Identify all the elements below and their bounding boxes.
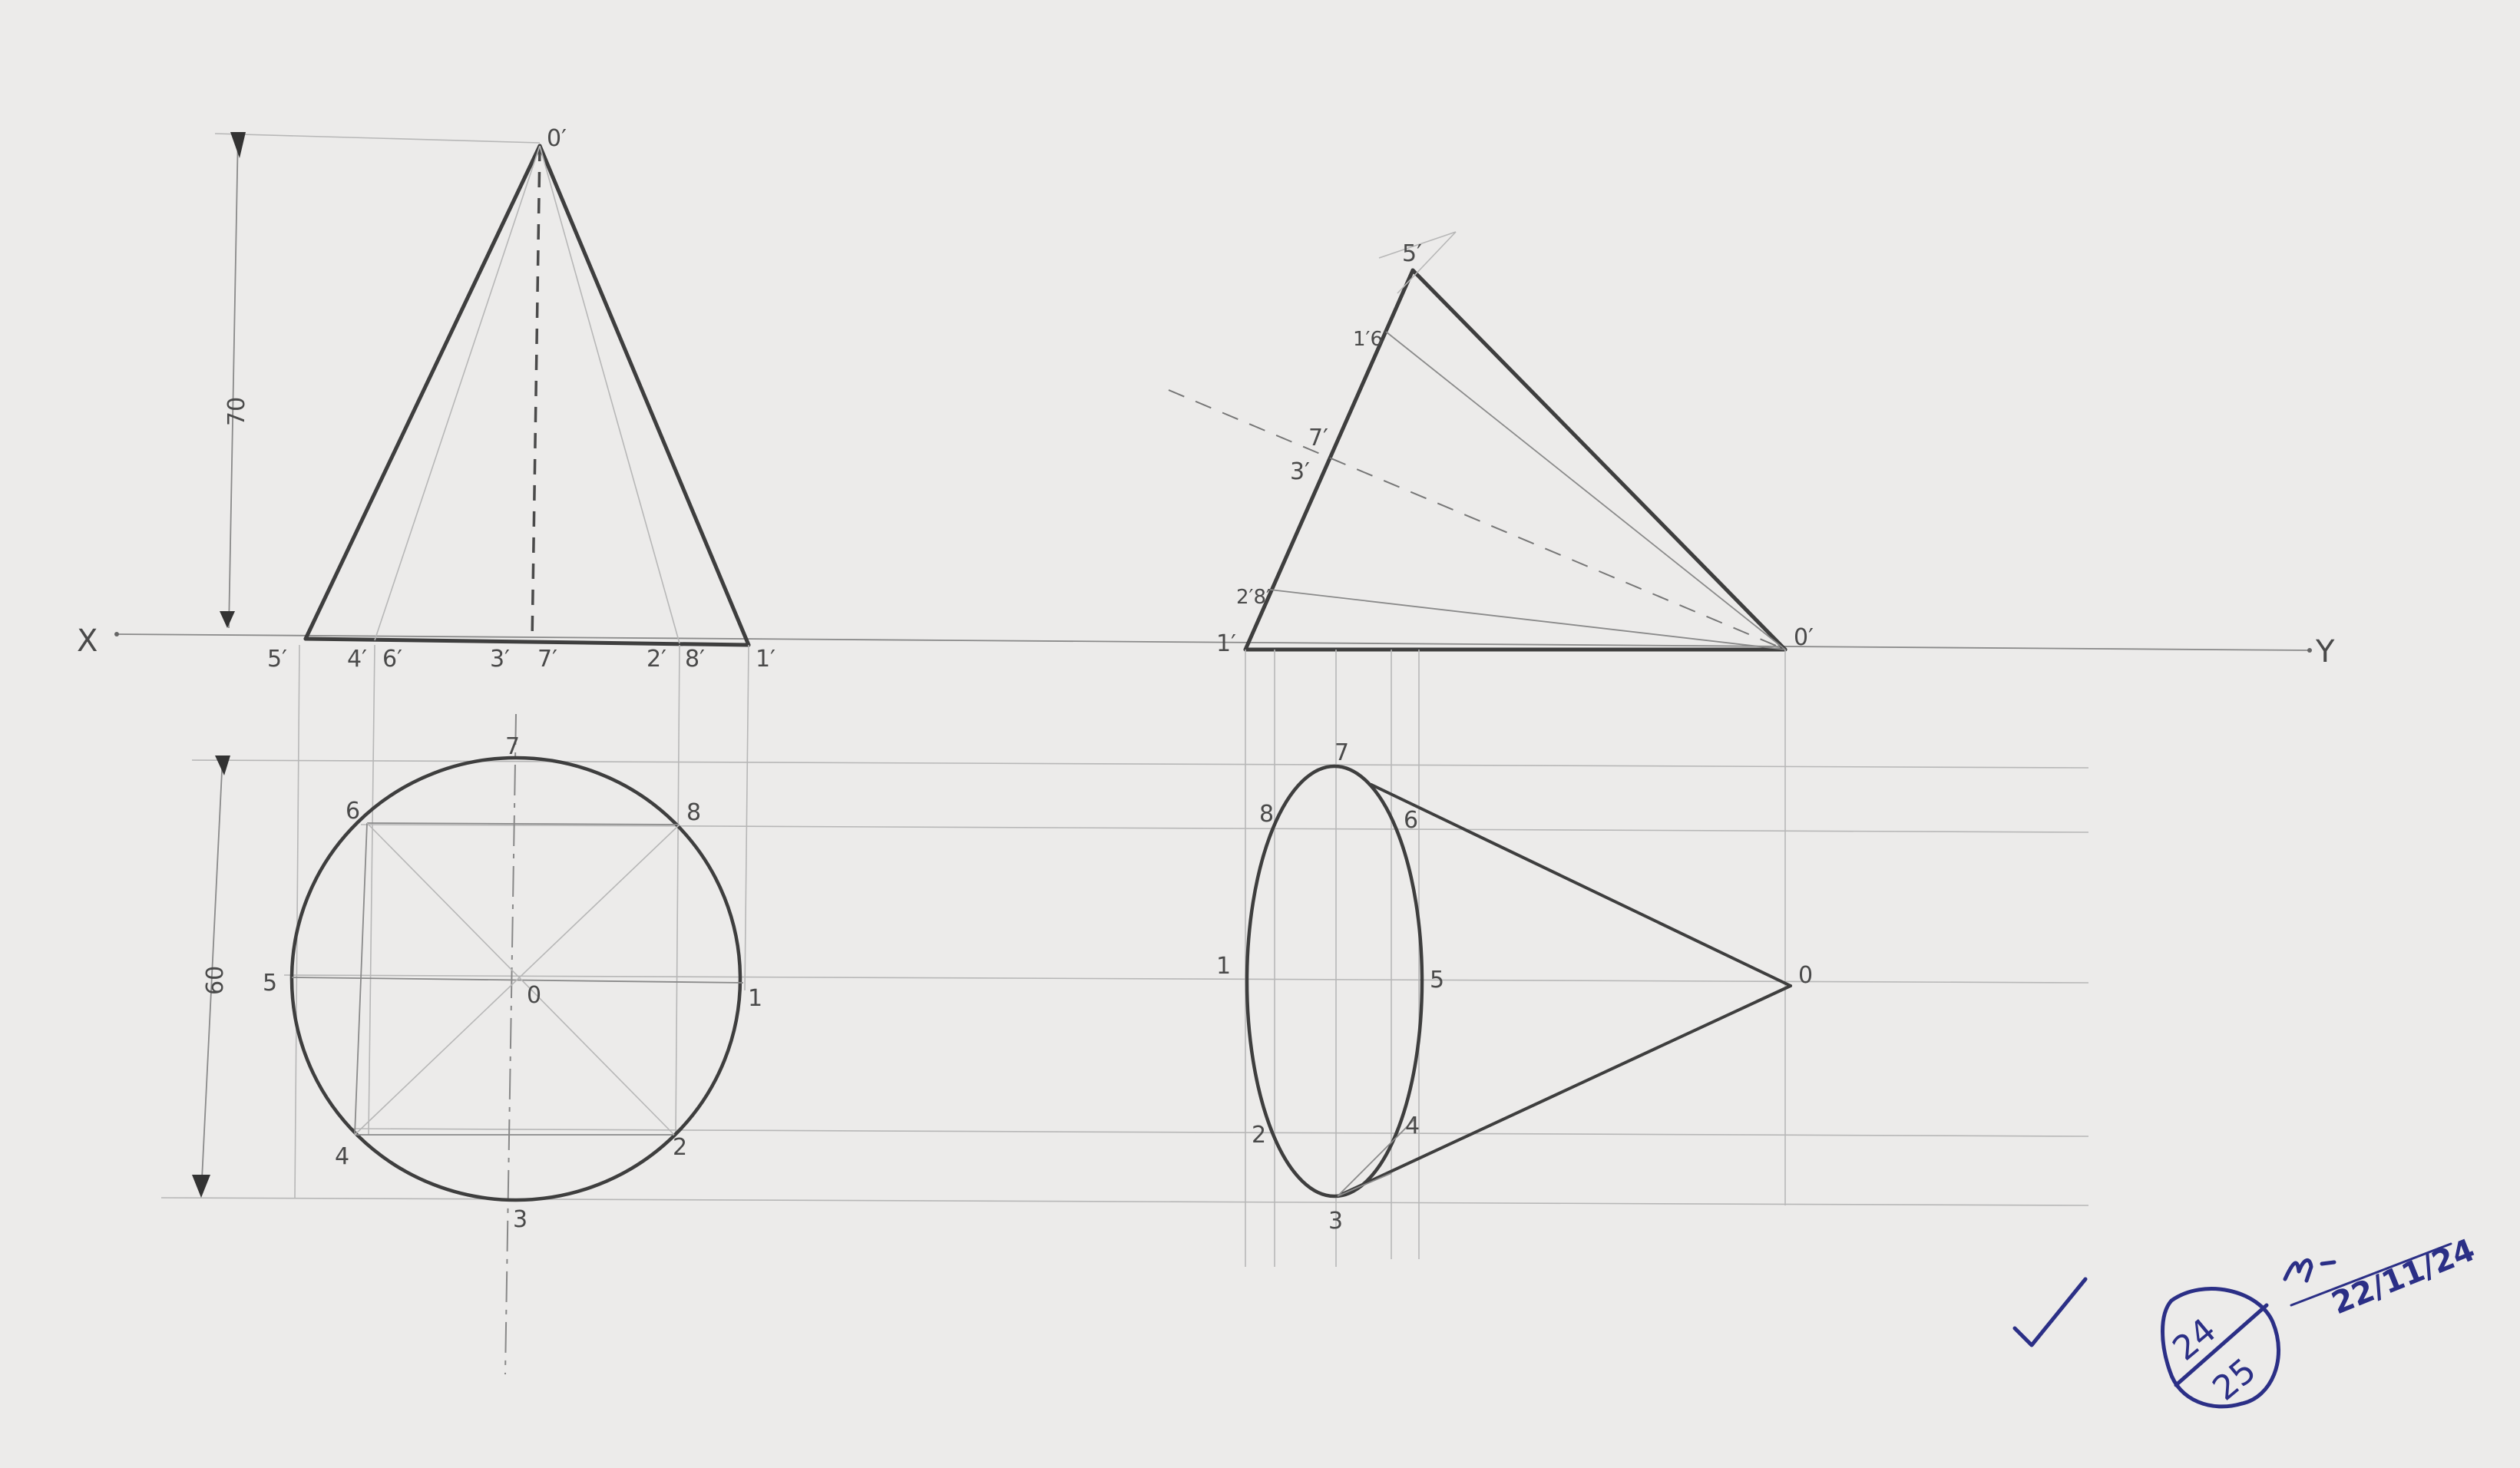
height-dimension-text: 70 — [223, 397, 250, 426]
svg-text:5′: 5′ — [267, 646, 287, 673]
svg-text:1′: 1′ — [756, 646, 776, 673]
svg-text:5: 5 — [1430, 967, 1444, 994]
svg-text:8: 8 — [686, 799, 701, 826]
svg-text:8: 8 — [1259, 801, 1274, 828]
grading-marks: 24 25 22/11/24 — [2012, 1232, 2480, 1409]
diameter-dimension-text: 60 — [202, 966, 229, 995]
svg-text:3′: 3′ — [1290, 458, 1310, 485]
svg-text:1′: 1′ — [1216, 630, 1236, 657]
top-view: 0 1 2 3 4 5 6 7 8 — [160, 644, 2089, 1375]
tilted-front-view: 0′ 1′ 2′8′ 3′ 7′ 1′6′ 5′ — [1168, 231, 1814, 657]
svg-text:2′8′: 2′8′ — [1236, 586, 1271, 609]
tilted-top-labels: 0 1 2 3 4 5 6 7 8 — [1216, 739, 1813, 1235]
dim-arrow-up-icon — [230, 132, 246, 158]
tilted-front-labels: 1′ 2′8′ 3′ 7′ 1′6′ 5′ — [1216, 240, 1422, 657]
dim-arrow-down-icon — [220, 611, 235, 628]
svg-text:2: 2 — [1252, 1122, 1266, 1149]
dim-arrow-down-icon — [192, 1175, 210, 1198]
svg-text:6′: 6′ — [382, 646, 402, 673]
svg-text:3: 3 — [513, 1206, 527, 1233]
signature — [2283, 1258, 2336, 1283]
dim-arrow-up-icon — [215, 755, 230, 775]
svg-text:5: 5 — [263, 970, 277, 997]
top-view-point-labels: 0 1 2 3 4 5 6 7 8 — [263, 733, 762, 1233]
svg-text:0: 0 — [1798, 962, 1813, 989]
check-mark-icon — [2012, 1277, 2088, 1347]
tilted-top-view: 0 1 2 3 4 5 6 7 8 — [1216, 650, 1813, 1267]
svg-text:4′: 4′ — [347, 646, 367, 673]
svg-text:8′: 8′ — [685, 646, 705, 673]
xy-reference-line: X Y — [77, 623, 2335, 670]
svg-text:7′: 7′ — [1308, 425, 1328, 451]
score-numerator: 24 — [2165, 1311, 2224, 1368]
svg-text:2: 2 — [673, 1134, 687, 1161]
svg-text:5′: 5′ — [1402, 240, 1422, 267]
svg-text:3: 3 — [1328, 1208, 1343, 1235]
score-circle — [2161, 1287, 2280, 1409]
svg-text:1: 1 — [748, 985, 762, 1012]
svg-text:4: 4 — [1405, 1113, 1420, 1139]
svg-text:4: 4 — [335, 1143, 349, 1170]
svg-text:7: 7 — [505, 733, 520, 760]
svg-text:6: 6 — [1404, 807, 1418, 834]
front-view: 0′ 5′ 4′ 6′ 3′ 7′ 2′ 8′ 1′ — [214, 125, 776, 673]
diameter-dimension: 60 — [192, 755, 230, 1198]
svg-text:1′6′: 1′6′ — [1353, 328, 1387, 351]
svg-text:1: 1 — [1216, 953, 1231, 980]
svg-text:6: 6 — [346, 798, 360, 825]
x-label: X — [77, 623, 98, 659]
height-dimension: 70 — [220, 131, 250, 629]
y-label: Y — [2315, 634, 2335, 670]
svg-text:3′: 3′ — [490, 646, 510, 673]
tilted-apex-label: 0′ — [1794, 624, 1814, 651]
svg-text:2′: 2′ — [647, 646, 666, 673]
svg-text:7′: 7′ — [537, 646, 557, 673]
front-base-labels: 5′ 4′ 6′ 3′ 7′ 2′ 8′ 1′ — [267, 646, 776, 673]
svg-text:7: 7 — [1334, 739, 1349, 766]
svg-text:0: 0 — [527, 982, 541, 1009]
front-apex-label: 0′ — [547, 125, 567, 152]
grading-date: 22/11/24 — [2327, 1232, 2480, 1321]
